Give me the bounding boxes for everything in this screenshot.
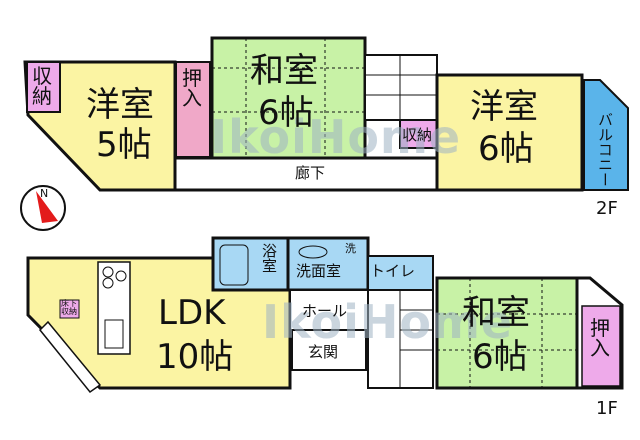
compass-north-label: N [40,187,49,200]
label-washer: 洗 [345,242,356,255]
label-japanese6-1f-name: 和室 [462,293,530,333]
label-entrance: 玄関 [308,343,339,361]
label-bath: 浴 室 [262,242,278,275]
label-balcony: バルコニー [596,112,614,187]
compass-arrow-icon [36,191,58,223]
label-storage-left-2f: 収 納 [32,64,52,108]
watermark-2f: IkoiHome [210,110,462,164]
label-japanese6-2f-name: 和室 [250,51,318,91]
label-storage-stairs-2f: 収納 [402,126,433,144]
label-western5-name: 洋室 [86,85,154,125]
label-underfloor-storage: 床下 収納 [61,299,77,316]
label-toilet: トイレ [370,262,416,280]
compass: N [18,183,68,233]
label-closet-2f: 押 入 [182,66,202,110]
label-japanese6-2f-size: 6帖 [258,93,314,133]
label-western6-name: 洋室 [470,87,538,127]
label-hall: ホール [302,302,348,320]
label-washroom: 洗面室 [296,262,342,280]
floor-tag-1f: 1F [596,398,618,419]
label-ldk-name: LDK [158,293,226,333]
label-japanese6-1f-size: 6帖 [472,337,528,377]
label-ldk-size: 10帖 [156,337,234,377]
label-closet-1f: 押 入 [590,316,610,360]
label-corridor: 廊下 [295,164,326,182]
floor-tag-2f: 2F [596,198,618,219]
label-western6-size: 6帖 [478,129,534,169]
watermark-1f: IkoiHome [262,295,514,349]
label-western5-size: 5帖 [96,125,152,165]
